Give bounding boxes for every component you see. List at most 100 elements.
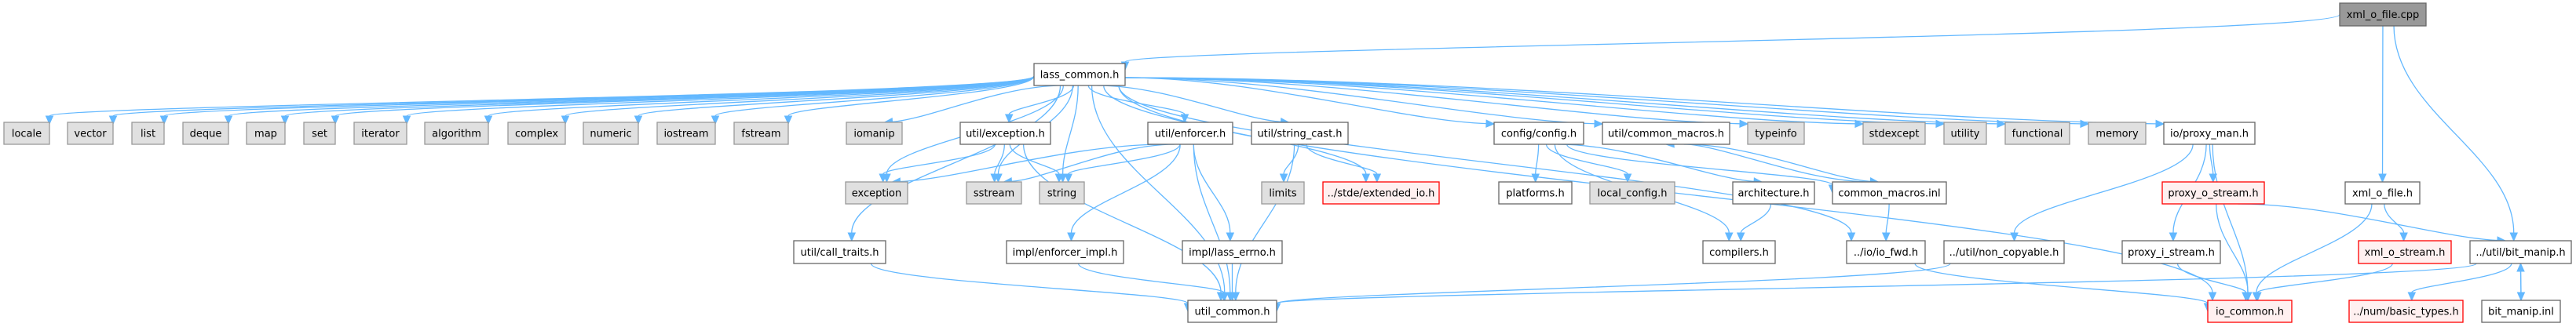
edge-line [1914,263,2209,304]
node-compilers[interactable]: compilers.h [1702,240,1776,264]
edge-line [882,144,996,175]
node-util-call-traits[interactable]: util/call_traits.h [793,240,886,264]
node-xml-o-stream[interactable]: xml_o_stream.h [2358,240,2452,264]
node-algorithm[interactable]: algorithm [424,122,489,145]
edge-io-proxy-man-to-proxy-o-stream [2209,144,2218,183]
node-vector[interactable]: vector [67,122,114,145]
node-stdexcept[interactable]: stdexcept [1862,122,1926,145]
edge-line [1276,263,1951,304]
node-limits[interactable]: limits [1261,181,1305,205]
node-config-config[interactable]: config/config.h [1493,122,1584,145]
edge-line [2176,263,2247,293]
node-box [656,122,716,145]
node-util-common-macros[interactable]: util/common_macros.h [1602,122,1730,145]
edge-util-string-cast-to-limits [1279,144,1299,183]
node-util-non-copyable[interactable]: ../util/non_copyable.h [1943,240,2065,264]
node-box [1943,240,2065,264]
edge-line [638,75,1035,117]
edge-config-config-to-local-config [1545,144,1632,183]
node-util-exception[interactable]: util/exception.h [959,122,1051,145]
arrowhead-icon [1531,173,1540,183]
node-util-bit-manip[interactable]: ../util/bit_manip.h [2469,240,2572,264]
edge-line [1740,203,1772,234]
edge-line [1061,85,1079,175]
node-bit-manip-inl[interactable]: bit_manip.inl [2481,300,2561,323]
node-complex[interactable]: complex [507,122,566,145]
node-memory[interactable]: memory [2088,122,2147,145]
node-impl-enforcer-impl[interactable]: impl/enforcer_impl.h [1006,240,1124,264]
node-deque[interactable]: deque [182,122,229,145]
arrowhead-icon [1739,119,1749,129]
edge-lass-common-to-iostream [711,75,1035,125]
edge-line [406,75,1035,117]
node-utility[interactable]: utility [1943,122,1987,145]
node-locale[interactable]: locale [3,122,50,145]
node-common-macros-inl[interactable]: common_macros.inl [1832,181,1947,205]
edge-line [2212,144,2249,293]
edge-util-enforcer-to-util-common [1193,144,1235,302]
node-iostream[interactable]: iostream [656,122,716,145]
node-box [1006,240,1124,264]
node-io-io-fwd[interactable]: ../io/io_fwd.h [1846,240,1926,264]
arrowhead-icon [2516,262,2525,272]
edge-line [1535,144,1540,175]
node-string[interactable]: string [1039,181,1085,205]
node-sstream[interactable]: sstream [966,181,1022,205]
edge-architecture-to-compilers [1736,203,1772,242]
edge-lass-common-to-typeinfo [1124,77,1749,129]
node-label: impl/enforcer_impl.h [1013,247,1118,259]
arrowhead-icon [1485,119,1496,128]
node-label: lass_common.h [1040,70,1120,82]
node-box [2348,300,2464,323]
node-label: map [254,129,277,140]
node-io-proxy-man[interactable]: io/proxy_man.h [2163,122,2256,145]
node-platforms[interactable]: platforms.h [1498,181,1573,205]
node-functional[interactable]: functional [2004,122,2070,145]
node-proxy-o-stream[interactable]: proxy_o_stream.h [2161,181,2265,205]
node-root[interactable]: xml_o_file.cpp [2339,2,2427,27]
node-label: local_config.h [1598,188,1668,200]
node-architecture[interactable]: architecture.h [1732,181,1815,205]
arrowhead-icon [634,115,643,125]
node-util-string-cast[interactable]: util/string_cast.h [1251,122,1349,145]
arrowhead-icon [2407,292,2417,302]
node-numeric[interactable]: numeric [583,122,639,145]
node-box [1589,181,1675,205]
edge-util-call-traits-to-util-common [870,263,1193,313]
edge-proxy-o-stream-to-io-common [2216,203,2253,302]
edge-line [1545,144,1628,175]
node-io-common[interactable]: io_common.h [2207,300,2293,323]
arrowhead-icon [402,115,411,125]
node-box [1943,122,1987,145]
node-lass-common[interactable]: lass_common.h [1033,63,1126,86]
node-set[interactable]: set [303,122,336,145]
node-typeinfo[interactable]: typeinfo [1747,122,1805,145]
node-fstream[interactable]: fstream [733,122,789,145]
edge-util-exception-to-sstream [990,144,1005,183]
node-impl-lass-errno[interactable]: impl/lass_errno.h [1182,240,1283,264]
arrowhead-icon [159,115,169,125]
node-box [1251,122,1349,145]
edge-line [1124,77,1595,125]
node-box [303,122,336,145]
node-map[interactable]: map [246,122,286,145]
edge-line [1022,144,1222,293]
node-label: fstream [741,129,780,140]
node-util-common[interactable]: util_common.h [1187,300,1277,323]
edge-lass-common-to-stdexcept [1124,77,1865,129]
node-exception[interactable]: exception [845,181,908,205]
edge-xml-o-file-h-to-xml-o-stream [2384,203,2408,242]
node-label: proxy_o_stream.h [2168,188,2258,200]
node-xml-o-file-h[interactable]: xml_o_file.h [2344,181,2421,205]
node-list[interactable]: list [131,122,165,145]
node-proxy-i-stream[interactable]: proxy_i_stream.h [2121,240,2221,264]
node-stde-extended-io[interactable]: ../stde/extended_io.h [1322,181,1440,205]
node-box [1039,181,1085,205]
node-box [1182,240,1283,264]
node-num-basic-types[interactable]: ../num/basic_types.h [2348,300,2464,323]
node-iomanip[interactable]: iomanip [846,122,903,145]
node-util-enforcer[interactable]: util/enforcer.h [1147,122,1233,145]
node-local-config[interactable]: local_config.h [1589,181,1675,205]
node-iterator[interactable]: iterator [353,122,407,145]
edge-util-bit-manip-to-util-common [1272,263,2477,313]
